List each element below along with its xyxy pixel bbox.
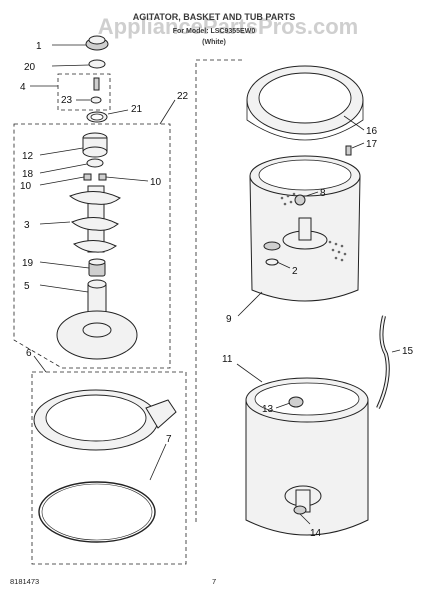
part-9-spin-basket xyxy=(249,155,361,302)
part-17-screw xyxy=(345,145,352,156)
part-13-tub-fitting xyxy=(288,396,304,408)
part-14-drain-fitting xyxy=(293,505,307,515)
part-7-tub-ring-gasket xyxy=(38,481,156,543)
callout-13: 13 xyxy=(262,404,274,415)
part-8-basket-drive-nut xyxy=(294,194,306,206)
callout-2: 2 xyxy=(292,266,298,277)
callout-3: 3 xyxy=(24,220,30,231)
callout-14: 14 xyxy=(310,528,322,539)
callout-17: 17 xyxy=(366,139,378,150)
part-4-bolt-assembly xyxy=(90,77,102,104)
part-15-hose xyxy=(376,315,390,409)
part-18-ring xyxy=(86,158,104,168)
part-4-group-box xyxy=(57,73,111,111)
part-3-agitator-auger xyxy=(69,185,121,253)
callout-12: 12 xyxy=(22,151,34,162)
part-5-agitator-base xyxy=(56,279,138,360)
callout-10-right: 10 xyxy=(150,177,162,188)
part-22-group-box xyxy=(13,123,171,369)
callout-19: 19 xyxy=(22,258,34,269)
document-number: 8181473 xyxy=(10,577,39,586)
assembly-guide-line xyxy=(195,59,244,522)
part-10-agitator-dogs xyxy=(83,173,107,181)
part-11-outer-tub xyxy=(245,377,369,536)
callout-22: 22 xyxy=(177,91,189,102)
callout-18: 18 xyxy=(22,169,34,180)
callout-6: 6 xyxy=(26,348,32,359)
watermark: AppliancePartsPros.com xyxy=(98,14,358,39)
callout-10-left: 10 xyxy=(20,181,32,192)
part-6-tub-ring xyxy=(33,389,177,451)
diagram-title: AGITATOR, BASKET AND TUB PARTS xyxy=(133,12,296,22)
part-21-ring xyxy=(86,111,108,123)
callout-16: 16 xyxy=(366,126,378,137)
callout-4: 4 xyxy=(20,82,26,93)
color-note: (White) xyxy=(202,39,226,46)
callout-23: 23 xyxy=(61,95,73,106)
part-1-agitator-cap xyxy=(85,35,109,51)
part-16-balance-ring xyxy=(246,65,364,141)
part-6-group-box xyxy=(31,371,187,565)
page-number: 7 xyxy=(212,577,216,586)
model-subtitle: For Model: LSC9355EW0 xyxy=(173,28,256,35)
callout-20: 20 xyxy=(24,62,36,73)
callout-15: 15 xyxy=(402,346,414,357)
callout-8: 8 xyxy=(320,188,326,199)
callout-5: 5 xyxy=(24,281,30,292)
callout-1: 1 xyxy=(36,41,42,52)
part-2-basket-drive-block xyxy=(263,241,281,266)
part-19-coupler xyxy=(88,258,106,277)
callout-21: 21 xyxy=(131,104,143,115)
callout-7: 7 xyxy=(166,434,172,445)
part-12-dogs-cam xyxy=(82,132,108,158)
callout-11: 11 xyxy=(222,354,233,365)
part-20-cap-seal xyxy=(88,59,106,69)
callout-9: 9 xyxy=(226,314,232,325)
